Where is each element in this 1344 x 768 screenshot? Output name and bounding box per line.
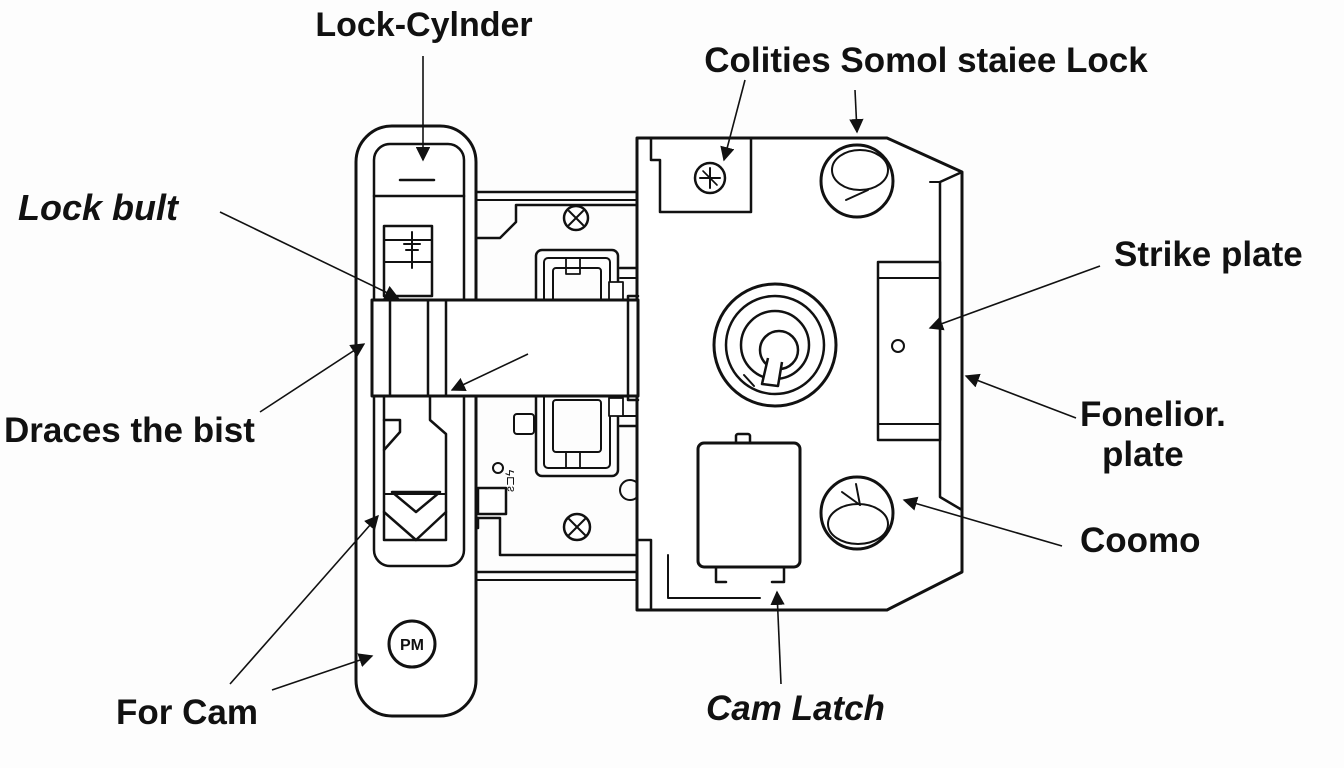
small-block [476,486,508,516]
leader-draces [259,343,366,413]
label-for-cam: For Cam [116,693,258,732]
screw-bottom-icon [562,512,592,542]
leader-for-cam-upper [229,514,379,685]
screw-top-icon [562,204,590,232]
lock-plate [635,136,964,612]
leader-colities-right [849,89,864,134]
label-coomo: Coomo [1080,521,1201,560]
leader-cam-latch [770,590,785,685]
connecting-rails [473,190,639,581]
label-strike-plate: Strike plate [1114,235,1303,274]
strike-plate-part [876,260,942,442]
leader-colities-left [720,79,746,162]
corner-screw-icon [693,161,727,195]
leader-coomo [902,496,1063,547]
label-cam-latch: Cam Latch [706,689,885,728]
label-lock-cylinder: Lock-Cylnder [315,6,532,44]
small-clip [513,413,535,435]
label-fonelior-line1: Fonelior. [1080,395,1226,434]
lower-bolt-icon [819,475,895,551]
label-draces-the-bist: Draces the bist [4,411,255,450]
pm-button-label: PM [400,637,424,654]
small-pin-icon [492,462,504,474]
leader-bolt-inner [450,353,529,391]
cam-latch-part [696,432,802,584]
lock-bolt-bar [370,294,640,402]
leader-fonelior [964,373,1077,419]
handle: PM [354,124,478,718]
label-colities-lock: Colities Somol staiee Lock [704,41,1148,80]
labels: Lock-Cylnder Colities Somol staiee Lock … [4,6,1303,732]
label-lock-bult: Lock bult [18,187,180,228]
leader-lock-bult [219,211,400,299]
pm-button[interactable]: PM [387,619,437,669]
leader-lines [219,56,1101,691]
tiny-marking: ƨ⊐ϟ [503,469,517,492]
leader-for-cam-lower [271,653,374,691]
central-cam-icon [712,282,838,408]
label-fonelior-line2: plate [1102,435,1184,474]
leader-strike-plate [928,265,1101,331]
upper-bolt-icon [819,143,895,219]
